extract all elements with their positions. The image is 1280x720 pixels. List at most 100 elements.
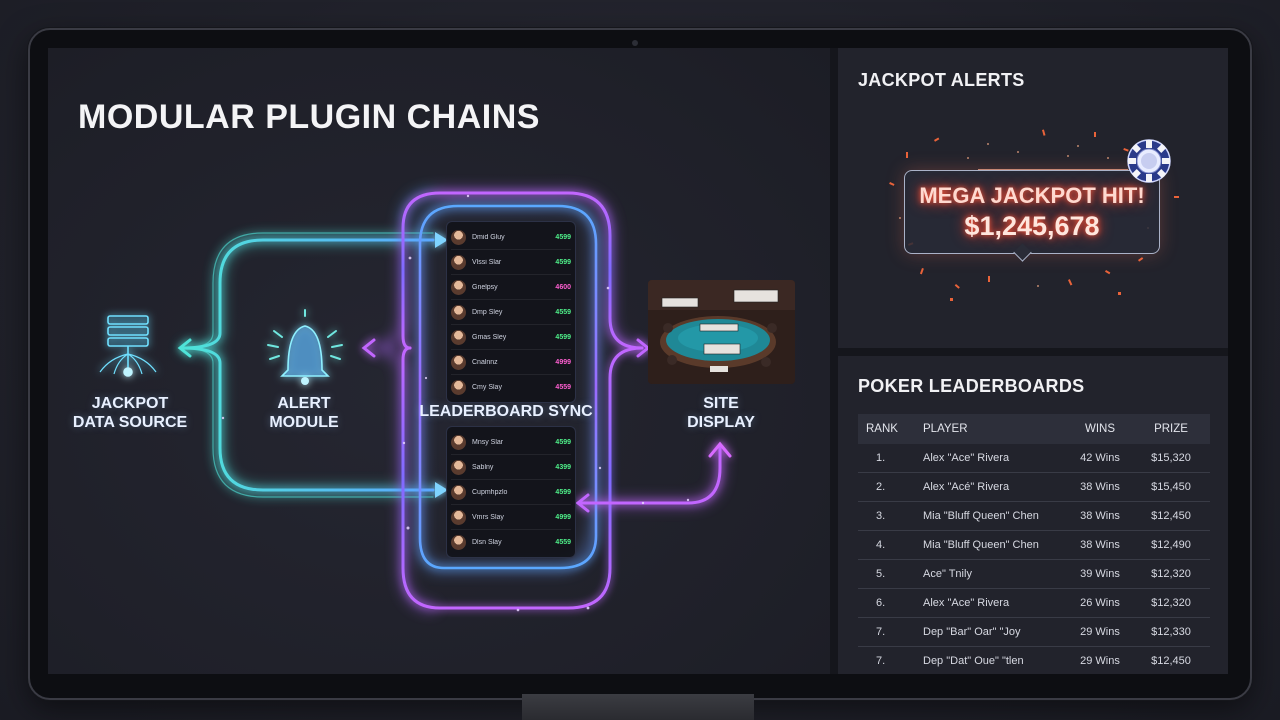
prize-cell: $12,490 [1132, 530, 1210, 560]
mini-leaderboard-row: Sablny 4399 [451, 455, 571, 480]
mini-leaderboard-row: Dmp Sley 4559 [451, 300, 571, 325]
mini-player-name: Sablny [472, 463, 494, 471]
wins-cell: 42 Wins [1068, 444, 1132, 473]
bell-icon [267, 309, 343, 385]
jackpot-amount: $1,245,678 [964, 211, 1100, 241]
mini-player-score: 4559 [555, 538, 571, 546]
jackpot-alert-banner: MEGA JACKPOT HIT! $1,245,678 [904, 170, 1160, 254]
mini-player-name: Dmp Sley [472, 308, 503, 316]
column-header-player[interactable]: PLAYER [915, 414, 1068, 444]
prize-cell: $15,450 [1132, 472, 1210, 502]
mini-player-score: 4399 [555, 463, 571, 471]
poker-chip-icon [1127, 139, 1171, 183]
avatar [451, 459, 466, 475]
avatar [451, 434, 466, 450]
flow-diagram [99, 189, 732, 612]
mini-player-score: 4599 [555, 258, 571, 266]
rank-cell: 5. [858, 559, 915, 589]
rank-cell: 7. [858, 646, 915, 674]
node-label-jackpot-source: JACKPOT DATA SOURCE [72, 395, 188, 431]
mini-player-score: 4999 [555, 358, 571, 366]
mini-player-score: 4599 [555, 333, 571, 341]
column-header-rank[interactable]: RANK [858, 414, 915, 444]
player-cell: Alex "Ace" Rivera [915, 444, 1068, 473]
mini-player-score: 4559 [555, 308, 571, 316]
player-cell: Dep "Dat" Oue" "tlen [915, 646, 1068, 674]
mini-player-name: Vmrs Slay [472, 513, 504, 521]
wins-cell: 29 Wins [1068, 617, 1132, 647]
player-cell: Alex "Ace" Rivera [915, 588, 1068, 618]
poker-leaderboards-panel: POKER LEADERBOARDS RANK PLAYER WINS PRIZ… [838, 356, 1228, 674]
avatar [451, 484, 466, 500]
rank-cell: 6. [858, 588, 915, 618]
webcam-dot [632, 40, 638, 46]
node-label-site-display: SITE DISPLAY [687, 395, 755, 431]
mini-leaderboard-row: Gmas Sley 4599 [451, 325, 571, 350]
mini-leaderboard-row: Vmrs Slay 4999 [451, 505, 571, 530]
avatar [451, 329, 466, 345]
rank-cell: 4. [858, 530, 915, 560]
player-cell: Mia "Bluff Queen" Chen [915, 501, 1068, 531]
jackpot-alerts-title: JACKPOT ALERTS [858, 70, 1025, 90]
mini-player-score: 4599 [555, 233, 571, 241]
player-cell: Dep "Bar" Oar" "Joy [915, 617, 1068, 647]
mini-player-name: Cnalnnz [472, 358, 498, 366]
mini-player-score: 4599 [555, 488, 571, 496]
mini-leaderboard-row: Dlsn Slay 4559 [451, 530, 571, 554]
avatar [451, 509, 466, 525]
page-title: MODULAR PLUGIN CHAINS [78, 98, 540, 136]
avatar [451, 379, 466, 395]
avatar [451, 254, 466, 270]
mini-player-score: 4599 [555, 438, 571, 446]
wins-cell: 38 Wins [1068, 472, 1132, 502]
monitor-stand [522, 694, 754, 720]
player-cell: Ace" Tnily [915, 559, 1068, 589]
wins-cell: 38 Wins [1068, 530, 1132, 560]
mini-leaderboard-row: Vlssi Slar 4599 [451, 250, 571, 275]
rank-cell: 2. [858, 472, 915, 502]
rank-cell: 3. [858, 501, 915, 531]
prize-cell: $12,450 [1132, 646, 1210, 674]
mini-player-name: Gmas Sley [472, 333, 507, 341]
mini-player-name: Cmy Slay [472, 383, 502, 391]
mini-leaderboard-row: Mnsy Slar 4599 [451, 430, 571, 455]
jackpot-alerts-panel: JACKPOT ALERTS [838, 48, 1228, 348]
poker-table-preview [648, 280, 795, 384]
rank-cell: 1. [858, 444, 915, 473]
mini-leaderboard-row: Cmy Slay 4559 [451, 375, 571, 399]
mini-leaderboard-row: Gnelpsy 4600 [451, 275, 571, 300]
mini-player-name: Gnelpsy [472, 283, 498, 291]
mini-player-score: 4999 [555, 513, 571, 521]
mini-player-name: Mnsy Slar [472, 438, 504, 446]
jackpot-headline: MEGA JACKPOT HIT! [919, 183, 1145, 208]
rank-cell: 7. [858, 617, 915, 647]
mini-player-name: Dlsn Slay [472, 538, 502, 546]
mini-player-name: Vlssi Slar [472, 258, 502, 266]
prize-cell: $12,450 [1132, 501, 1210, 531]
prize-cell: $12,320 [1132, 588, 1210, 618]
column-header-prize[interactable]: PRIZE [1132, 414, 1210, 444]
avatar [451, 354, 466, 370]
wins-cell: 39 Wins [1068, 559, 1132, 589]
mini-leaderboard-row: Cnalnnz 4999 [451, 350, 571, 375]
leaderboard-header-row: RANK PLAYER WINS PRIZE [858, 414, 1210, 444]
avatar [451, 304, 466, 320]
column-header-wins[interactable]: WINS [1068, 414, 1132, 444]
wins-cell: 38 Wins [1068, 501, 1132, 531]
mini-player-score: 4559 [555, 383, 571, 391]
server-icon [99, 315, 157, 377]
avatar [451, 279, 466, 295]
mini-player-score: 4600 [555, 283, 571, 291]
